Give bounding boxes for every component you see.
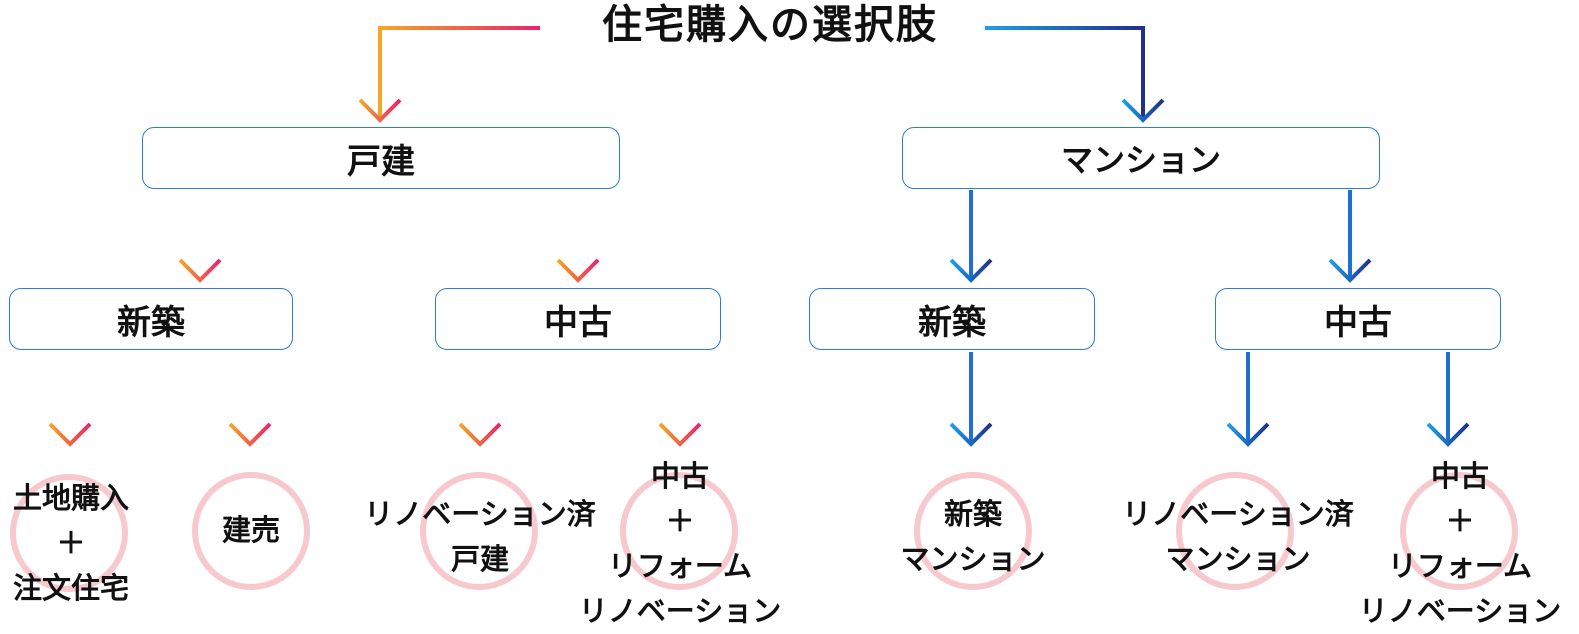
option-used-house-reform: 中古 ＋ リフォーム リノベーション [578,459,782,628]
diagram-title: 住宅購入の選択肢 [560,0,980,50]
circle-used-house-reform [620,472,738,590]
house-new-label: 新築 [117,302,185,343]
circle-built-for-sale [192,472,310,590]
option-used-mansion-reform: 中古 ＋ リフォーム リノベーション [1358,459,1562,628]
house-used-box: 中古 [435,288,721,350]
option-renovated-mansion: リノベーション済 マンション [1122,497,1354,576]
mansion-new-label: 新築 [918,302,986,343]
house-label: 戸建 [347,141,415,182]
mansion-box: マンション [902,127,1380,189]
house-new-box: 新築 [9,288,293,350]
option-land-build: 土地購入 ＋ 注文住宅 [12,481,129,605]
mansion-used-label: 中古 [1324,302,1392,343]
option-built-for-sale: 建売 [221,513,280,547]
mansion-label: マンション [1060,141,1221,179]
circle-renovated-mansion [1176,472,1294,590]
circle-land-build [10,474,128,592]
option-new-mansion: 新築 マンション [900,497,1046,576]
circle-renovated-house [420,472,538,590]
title-to-mansion-arrowhead [1121,98,1165,123]
house-box: 戸建 [142,127,620,189]
mansion-new-box: 新築 [809,288,1095,350]
connector-arrows [48,26,1470,447]
title-to-mansion-line [985,26,1145,118]
option-renovated-house: リノベーション済 戸建 [364,497,596,576]
title-to-house-arrowhead [358,98,402,123]
mansion-used-box: 中古 [1215,288,1501,350]
circle-new-mansion [914,472,1032,590]
circle-used-mansion-reform [1400,472,1518,590]
house-used-label: 中古 [544,302,612,343]
title-to-house-line [378,26,540,118]
